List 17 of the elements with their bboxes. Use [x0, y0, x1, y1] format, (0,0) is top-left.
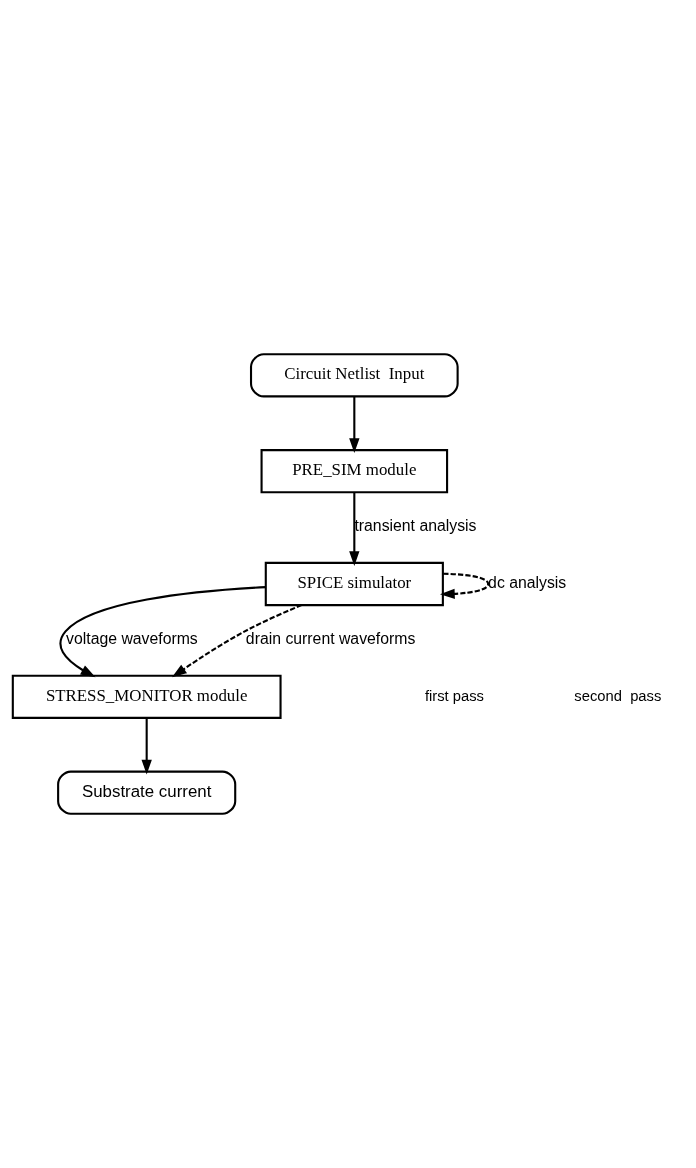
edge-label: voltage waveforms — [66, 630, 198, 648]
arrow — [349, 492, 360, 566]
label: first pass — [424, 687, 484, 704]
arrow — [349, 396, 360, 454]
arrow — [141, 718, 152, 775]
arrow — [59, 586, 266, 678]
node-box: Circuit Netlist Input — [249, 353, 459, 398]
edge-label: dc analysis — [488, 573, 567, 591]
node-box: PRE_SIM module — [260, 449, 449, 494]
node-box: Substrate current — [57, 770, 237, 815]
arrow — [439, 572, 490, 600]
edge-label: transient analysis — [354, 517, 477, 535]
node-box: STRESS_MONITOR module — [11, 674, 282, 719]
edge-label: drain current waveforms — [245, 630, 416, 648]
arrow — [171, 604, 302, 678]
label: second pass — [574, 687, 662, 704]
node-box: SPICE simulator — [264, 561, 444, 607]
